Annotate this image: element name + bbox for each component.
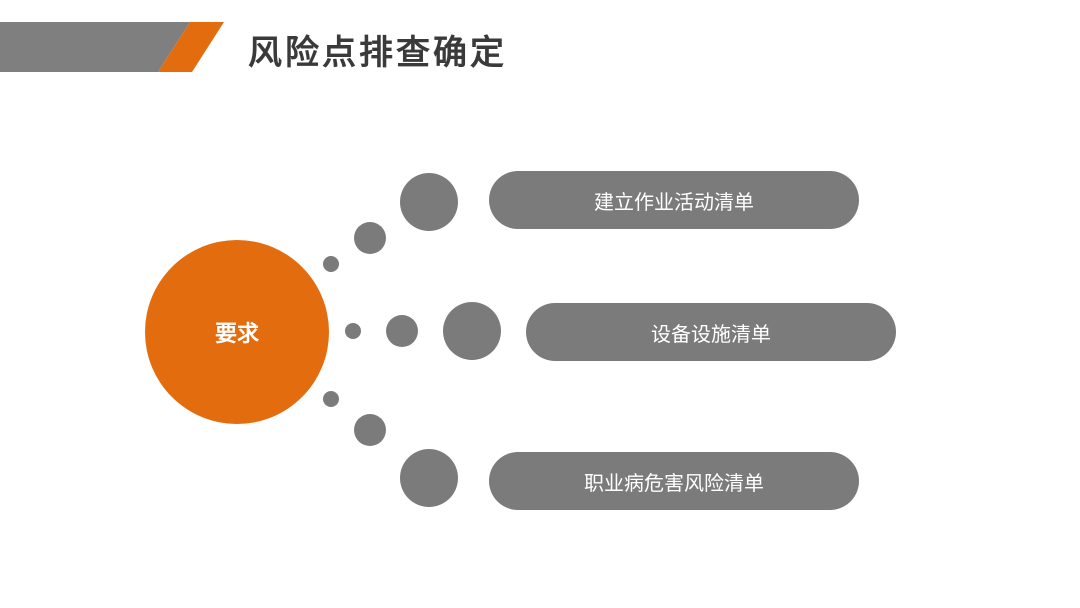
header-gray-bar [0, 22, 190, 72]
item-label: 职业病危害风险清单 [584, 470, 764, 495]
item-pill-occupational-hazard-list: 职业病危害风险清单 [489, 452, 859, 510]
connector-dot-middle-medium [386, 315, 418, 347]
item-label: 建立作业活动清单 [594, 189, 754, 214]
connector-dot-middle-small [345, 323, 361, 339]
hub-label: 要求 [214, 322, 259, 347]
connector-dot-bottom-small [323, 391, 339, 407]
page-title: 风险点排查确定 [248, 33, 507, 73]
connector-dot-top-large [400, 173, 458, 231]
hub-circle: 要求 [145, 240, 329, 424]
connector-dot-bottom-medium [354, 414, 386, 446]
item-label: 设备设施清单 [651, 321, 771, 346]
connector-dot-top-medium [354, 222, 386, 254]
item-pill-equipment-list: 设备设施清单 [526, 303, 896, 361]
connector-dot-middle-large [443, 302, 501, 360]
header-orange-stripe [158, 22, 224, 72]
connector-dot-bottom-large [400, 449, 458, 507]
header-band [0, 22, 224, 72]
item-pill-activity-list: 建立作业活动清单 [489, 171, 859, 229]
connector-dot-top-small [323, 256, 339, 272]
